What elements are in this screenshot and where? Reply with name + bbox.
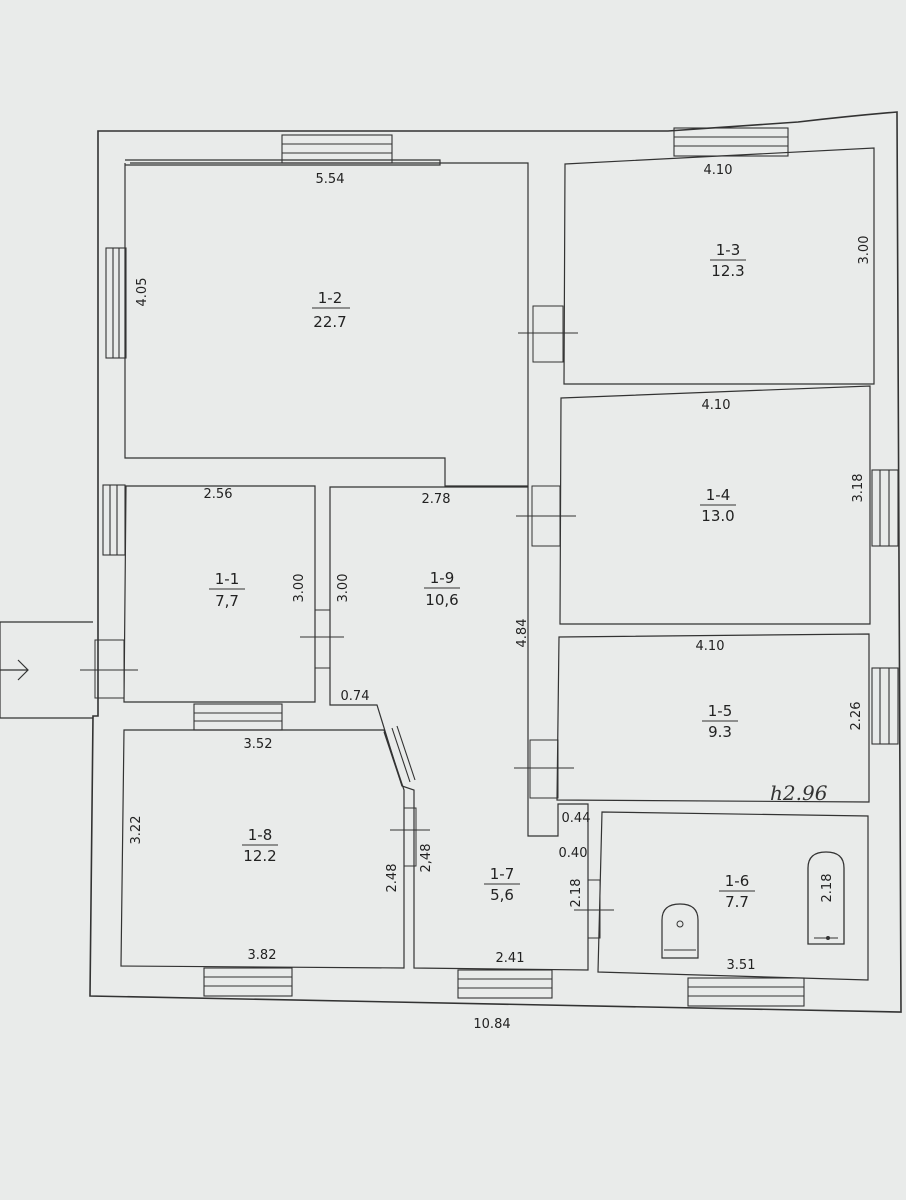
dim-r8-left: 3.22 [129, 816, 144, 845]
room-1-1-label: 1-1 7,7 [209, 570, 245, 610]
dim-bath-len: 2.18 [820, 874, 835, 903]
room-1-6-outline [597, 811, 869, 981]
door-r9-r5 [514, 739, 574, 799]
entrance-porch [0, 621, 93, 719]
room-1-6-area: 7.7 [725, 893, 749, 911]
dim-r9-left: 3.00 [336, 574, 351, 603]
room-1-4-outline [559, 385, 871, 625]
dim-r4-right: 3.18 [851, 474, 866, 503]
room-1-3-label: 1-3 12.3 [710, 241, 746, 280]
window-r3-top [673, 127, 789, 157]
room-1-3-id: 1-3 [716, 241, 741, 259]
room-1-5-id: 1-5 [708, 702, 733, 720]
room-1-3-area: 12.3 [711, 262, 744, 280]
door-r1-r9 [300, 609, 344, 669]
window-r7-bottom [457, 969, 553, 999]
dim-r7-right: 2.18 [569, 879, 584, 908]
window-r4-right [871, 469, 899, 547]
window-r1-left [102, 484, 126, 556]
room-1-9-id: 1-9 [430, 569, 455, 587]
toilet-icon [661, 903, 699, 959]
dim-niche-d: 0.44 [562, 811, 591, 826]
room-1-4-label: 1-4 13.0 [700, 486, 736, 525]
dim-r8-top: 3.52 [244, 737, 273, 752]
window-r2-top [281, 134, 393, 164]
room-1-5-area: 9.3 [708, 723, 732, 741]
dim-r9-right: 4.84 [515, 619, 530, 648]
window-r2-left [105, 247, 127, 359]
room-1-7-area: 5,6 [490, 886, 514, 904]
room-1-2-area: 22.7 [313, 313, 346, 331]
dim-r7-bottom: 2.41 [496, 951, 525, 966]
room-1-8-area: 12.2 [243, 847, 276, 865]
window-r8-bottom [203, 967, 293, 997]
dim-r8-right: 2.48 [385, 864, 400, 893]
dim-r5-right: 2.26 [849, 702, 864, 731]
window-r5-right [871, 667, 899, 745]
door-r7-r6 [574, 879, 614, 939]
dim-r2-top: 5.54 [316, 172, 345, 187]
dim-r1-right: 3.00 [292, 574, 307, 603]
room-1-7-id: 1-7 [490, 865, 515, 883]
dim-r2-left: 4.05 [135, 278, 150, 307]
dim-r4-top: 4.10 [702, 398, 731, 413]
room-1-2-label: 1-2 22.7 [312, 289, 350, 331]
door-r9-r4 [516, 485, 576, 547]
room-1-1-area: 7,7 [215, 592, 239, 610]
room-1-7-label: 1-7 5,6 [484, 865, 520, 904]
room-1-8-label: 1-8 12.2 [242, 826, 278, 865]
dim-r9-bottom: 0.74 [341, 689, 370, 704]
room-1-8-outline [120, 729, 405, 969]
room-1-1-outline [123, 485, 316, 703]
room-1-6-id: 1-6 [725, 872, 750, 890]
door-entrance [80, 639, 138, 699]
room-1-9-area: 10,6 [425, 591, 458, 609]
dim-r9-top: 2.78 [422, 492, 451, 507]
dim-niche-w: 0.40 [559, 846, 588, 861]
dim-r8-bottom: 3.82 [248, 948, 277, 963]
entrance-arrow-icon [0, 659, 29, 681]
bathtub-icon [807, 851, 845, 945]
window-r8-top [193, 703, 283, 731]
dim-r7-left: 2,48 [419, 844, 434, 873]
door-r2-r3 [518, 305, 578, 363]
room-1-9-outline [329, 486, 589, 971]
room-1-8-id: 1-8 [248, 826, 273, 844]
window-r9-bay [383, 725, 416, 787]
room-1-5-label: 1-5 9.3 [702, 702, 738, 741]
dim-r5-top: 4.10 [696, 639, 725, 654]
exterior-wall-outer [89, 111, 902, 1013]
ceiling-height-note: h2.96 [770, 781, 828, 805]
room-1-2-outline [124, 162, 529, 487]
room-1-6-label: 1-6 7.7 [719, 872, 755, 911]
dim-r1-top: 2.56 [204, 487, 233, 502]
dim-r3-top: 4.10 [704, 163, 733, 178]
room-1-4-id: 1-4 [706, 486, 731, 504]
room-1-2-id: 1-2 [318, 289, 343, 307]
room-1-9-label: 1-9 10,6 [424, 569, 460, 609]
room-1-3-outline [563, 147, 875, 385]
room-1-4-area: 13.0 [701, 507, 734, 525]
dim-r6-bottom: 3.51 [727, 958, 756, 973]
room-1-1-id: 1-1 [215, 570, 240, 588]
door-r8-r7 [390, 807, 430, 867]
window-r6-bottom [687, 977, 805, 1007]
dim-r3-right: 3.00 [857, 236, 872, 265]
dim-overall-width: 10.84 [473, 1017, 510, 1032]
